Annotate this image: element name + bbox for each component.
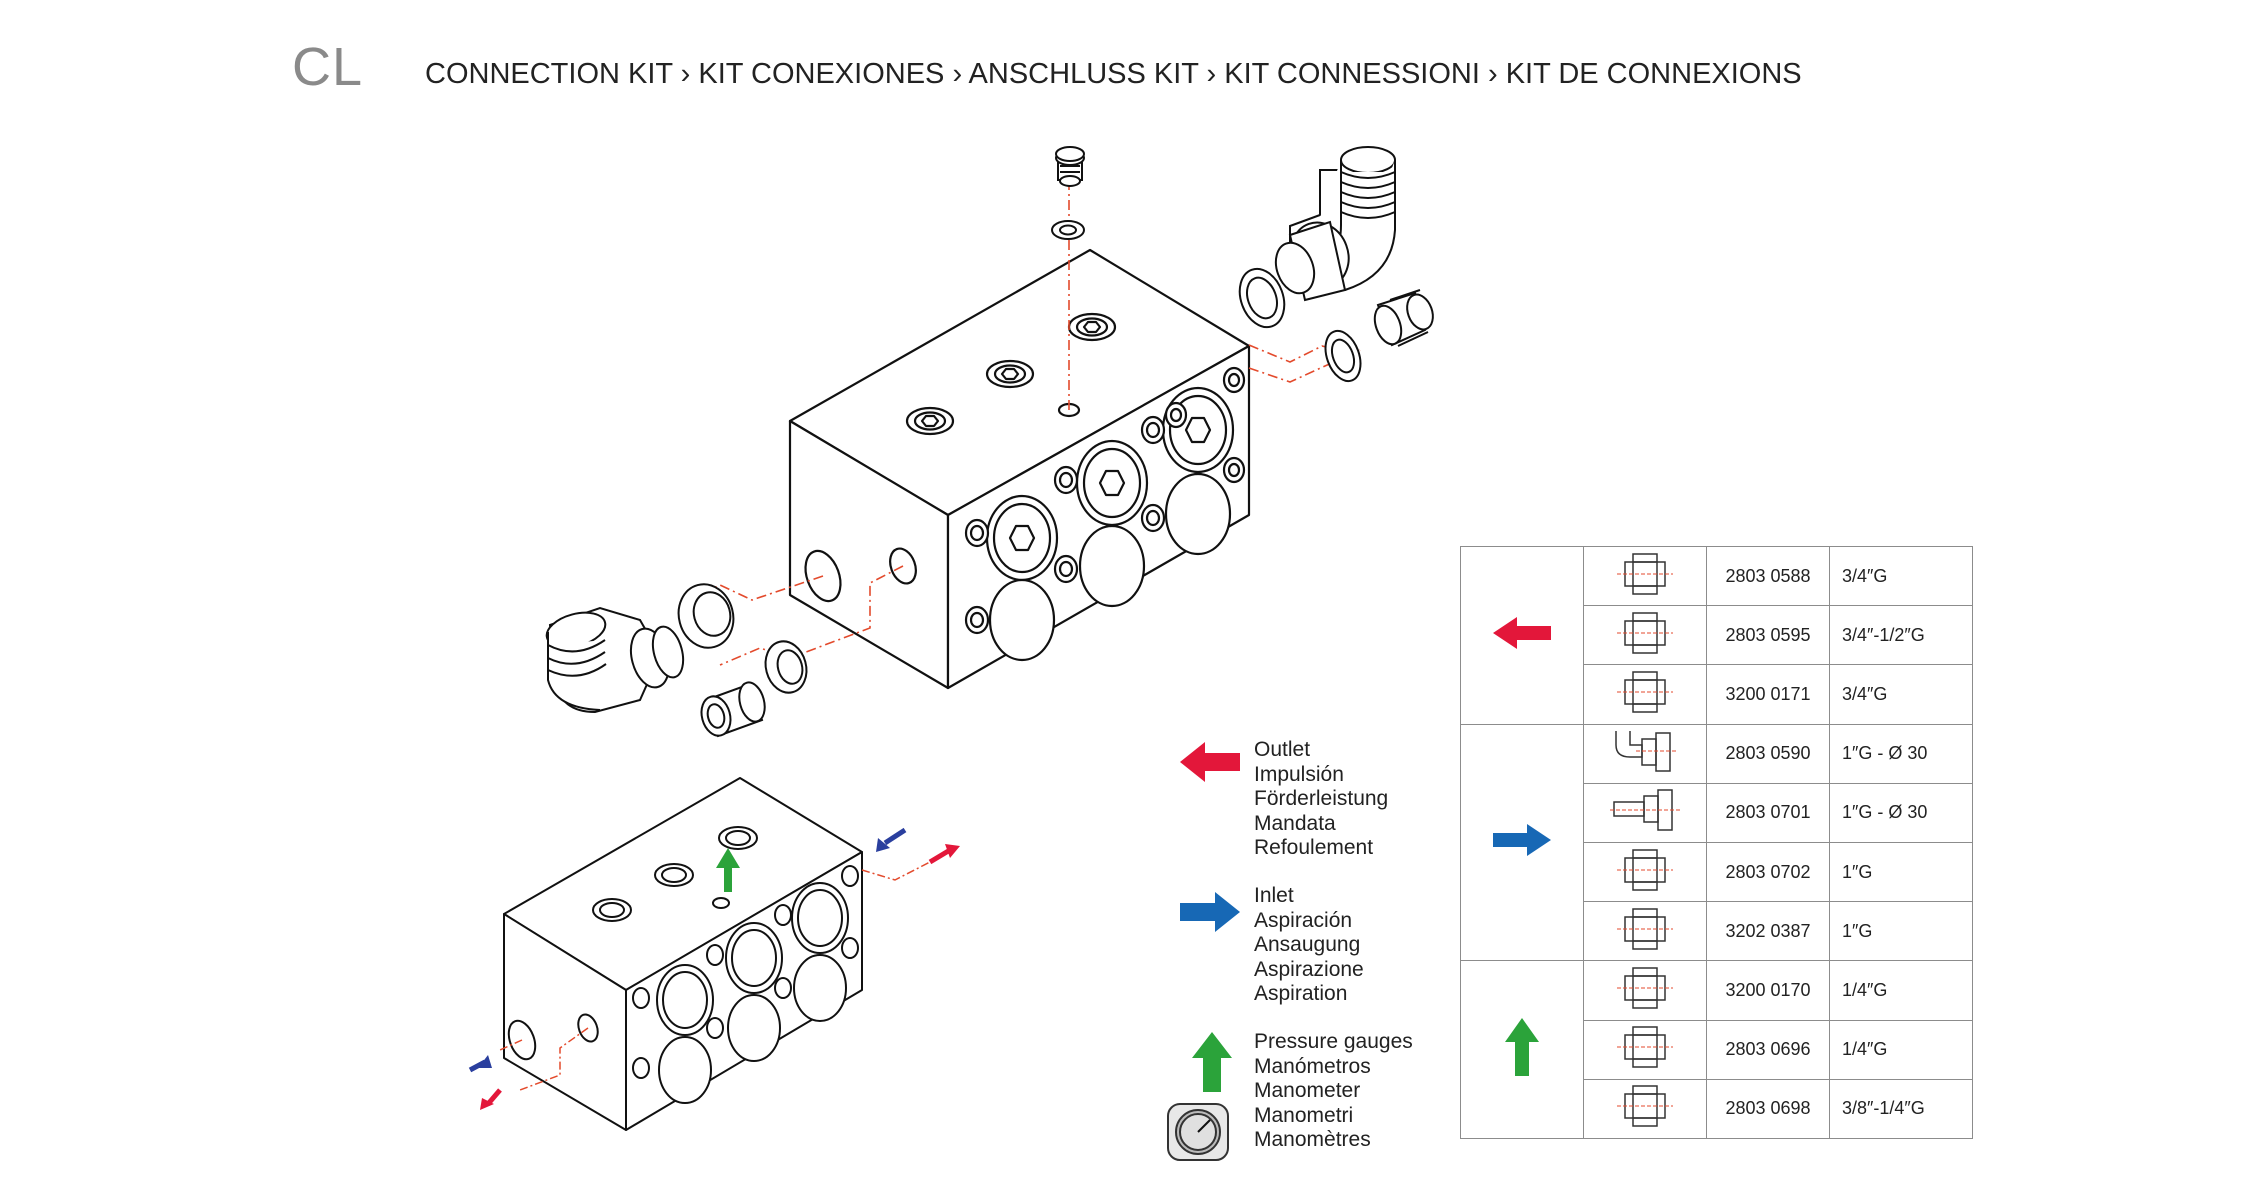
legend-label: Aspiration [1254,982,1348,1005]
pressure-gauge-icon [1167,1103,1229,1161]
elbow-fitting-left-icon [545,583,735,714]
part-code: 2803 0590 [1706,723,1830,784]
part-size: 1″G [1829,841,1973,903]
manifold-block-small [503,777,863,1131]
nipple-fitting-right-icon [1324,289,1434,383]
straight-fitting-icon [1583,605,1707,666]
legend-inlet: Inlet Aspiración Ansaugung Aspirazione A… [1254,884,1364,1007]
elbow-fitting-icon [1583,723,1707,784]
part-code: 2803 0595 [1706,605,1830,666]
hose-fitting-icon [1583,782,1707,843]
legend-outlet: Outlet Impulsión Förderleistung Mandata … [1254,738,1388,861]
part-code: 3200 0171 [1706,664,1830,725]
elbow-fitting-right-icon [1238,146,1396,329]
hex-plug-icon [1067,312,1117,342]
red-arrow-left-icon [1460,546,1584,725]
green-arrow-up-icon [1192,1032,1232,1092]
green-arrow-up-icon [716,848,740,892]
top-plug-screw-icon [1051,146,1085,240]
legend-label: Inlet [1254,884,1294,907]
hex-plug-icon [985,359,1035,389]
legend-label: Aspirazione [1254,957,1364,981]
catalog-code: CL [292,37,364,97]
part-size: 3/4″-1/2″G [1829,605,1973,666]
green-arrow-up-icon [1460,960,1584,1139]
legend-label: Mandata [1254,811,1336,835]
nipple-fitting-left-icon [700,640,808,738]
blue-arrow-right-icon [1180,892,1240,932]
legend-label: Ansaugung [1254,933,1361,956]
straight-fitting-icon [1583,841,1707,903]
straight-fitting-icon [1583,901,1707,962]
straight-fitting-icon [1583,545,1707,607]
part-size: 1″G - Ø 30 [1829,723,1973,784]
legend-label: Pressure gauges [1254,1030,1413,1053]
legend-label: Outlet [1254,738,1311,761]
part-size: 3/4″G [1829,664,1973,725]
part-code: 3202 0387 [1706,901,1830,962]
straight-fitting-icon [1583,960,1707,1021]
part-size: 3/8″-1/4″G [1829,1078,1973,1139]
part-code: 2803 0696 [1706,1019,1830,1080]
part-size: 1″G [1829,901,1973,962]
blue-arrow-right-icon [1460,723,1584,962]
legend-label: Manomètres [1254,1128,1371,1151]
part-size: 1″G - Ø 30 [1829,782,1973,843]
part-size: 1/4″G [1829,960,1973,1021]
part-code: 3200 0170 [1706,960,1830,1021]
part-code: 2803 0701 [1706,782,1830,843]
legend-label: Aspiración [1254,908,1353,932]
legend-label: Manometer [1254,1079,1361,1102]
legend-label: Refoulement [1254,836,1374,859]
legend-pressure-gauges: Pressure gauges Manómetros Manometer Man… [1254,1030,1413,1153]
legend-label: Impulsión [1254,762,1344,786]
legend-label: Förderleistung [1254,787,1389,810]
page-title: CONNECTION KIT › KIT CONEXIONES › ANSCHL… [425,58,1802,90]
part-code: 2803 0702 [1706,841,1830,903]
hex-plug-icon [905,406,955,436]
straight-fitting-icon [1583,1019,1707,1080]
legend-label: Manómetros [1254,1054,1371,1078]
part-size: 3/4″G [1829,545,1973,607]
legend-label: Manometri [1254,1103,1354,1127]
part-code: 2803 0698 [1706,1078,1830,1139]
straight-fitting-icon [1583,1078,1707,1139]
manifold-block-large [788,248,1251,690]
red-arrow-out-icon [928,847,952,865]
part-code: 2803 0588 [1706,545,1830,607]
red-arrow-left-icon [1180,742,1240,782]
part-size: 1/4″G [1829,1019,1973,1080]
straight-fitting-icon [1583,664,1707,725]
